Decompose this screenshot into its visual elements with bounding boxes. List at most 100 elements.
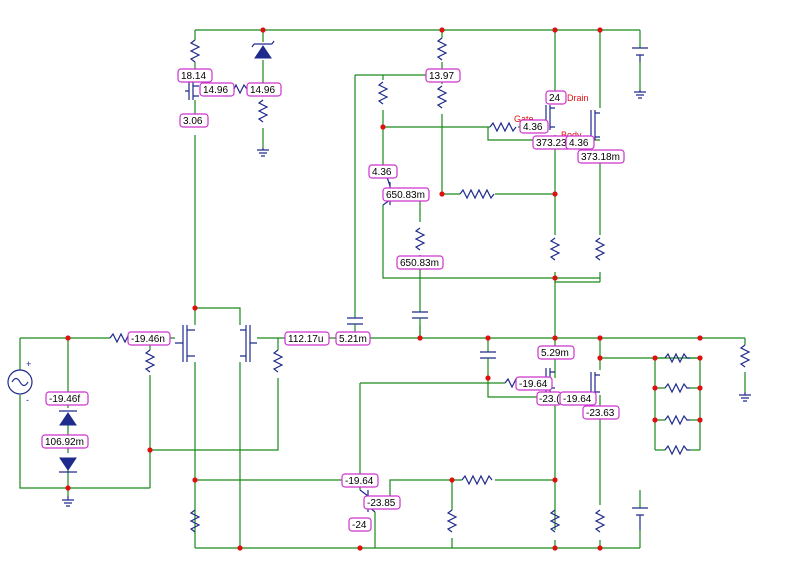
resistor-r24 — [189, 509, 201, 533]
voltage-label: 4.36 — [519, 119, 549, 134]
mosfet-q8 — [580, 372, 600, 398]
voltage-label: 373.18m — [577, 149, 625, 164]
voltage-label: -24 — [348, 517, 372, 532]
mosfet-q3 — [240, 325, 257, 362]
capacitors — [347, 311, 496, 366]
mosfet-q6 — [580, 110, 600, 141]
zener-diode-input-2 — [59, 457, 77, 471]
pin-label-body: Body — [561, 130, 582, 140]
resistor-r9 — [549, 237, 561, 261]
svg-text:112.17u: 112.17u — [288, 334, 323, 345]
resistor-r4 — [436, 85, 448, 109]
resistor-r13 — [272, 349, 284, 373]
voltage-label: 4.36 — [565, 135, 595, 150]
capacitor-c1 — [347, 317, 363, 325]
voltage-label: 4.36 — [368, 164, 398, 179]
svg-text:14.96: 14.96 — [250, 85, 275, 96]
voltage-label: 18.14 — [177, 68, 213, 83]
voltage-label: 650.83m — [396, 255, 444, 270]
svg-text:373.18m: 373.18m — [581, 152, 620, 163]
wires — [19, 29, 746, 549]
voltage-label: 3.06 — [179, 113, 209, 128]
voltage-label: -23.63 — [582, 405, 620, 420]
resistor-r18 — [664, 414, 690, 426]
resistor-r5 — [377, 81, 389, 105]
voltage-label: 14.96 — [199, 82, 235, 97]
resistor-r12 — [144, 349, 156, 373]
battery-bottom — [632, 507, 648, 530]
svg-text:-19.64: -19.64 — [519, 379, 548, 390]
svg-text:4.36: 4.36 — [372, 167, 392, 178]
mosfet-q2 — [175, 325, 195, 362]
resistor-r19 — [664, 444, 690, 456]
voltage-label: 650.83m — [382, 187, 430, 202]
resistor-r16 — [664, 352, 690, 364]
svg-text:373.23: 373.23 — [536, 138, 567, 149]
pin-label-gate: Gate — [514, 114, 534, 124]
batteries — [632, 47, 648, 530]
zener-diode-input-1 — [59, 412, 77, 426]
voltage-label: 24 — [545, 90, 567, 105]
voltage-labels: 18.14 14.96 14.96 3.06 13.97 24 4.36 373… — [41, 68, 625, 532]
grounds — [62, 90, 751, 507]
resistor-r17 — [664, 382, 690, 394]
voltage-label: -19.46f — [45, 391, 89, 406]
svg-text:5.29m: 5.29m — [541, 348, 569, 359]
voltage-label: 5.29m — [537, 345, 575, 360]
capacitor-c2 — [412, 311, 428, 319]
resistor-r21 — [446, 509, 458, 533]
voltage-label: 14.96 — [246, 82, 282, 97]
resistor-r8 — [489, 121, 517, 133]
resistor-r7 — [459, 188, 495, 200]
svg-text:18.14: 18.14 — [181, 71, 206, 82]
voltage-label: 373.23 — [532, 135, 572, 150]
diodes — [59, 40, 275, 473]
voltage-label: 112.17u — [284, 331, 330, 346]
node-dots — [65, 27, 703, 551]
svg-text:24: 24 — [549, 93, 561, 104]
battery-top — [632, 47, 648, 62]
resistor-r6 — [414, 227, 426, 251]
svg-text:-19.46n: -19.46n — [131, 334, 165, 345]
resistor-r15 — [739, 344, 751, 368]
svg-text:-19.46f: -19.46f — [49, 394, 80, 405]
resistor-r1 — [189, 39, 201, 63]
svg-text:4.36: 4.36 — [523, 122, 543, 133]
pin-label-drain: Drain — [567, 93, 589, 103]
voltage-label: -23.85 — [363, 495, 401, 510]
svg-text:5.21m: 5.21m — [339, 334, 367, 345]
svg-text:-23.63: -23.63 — [586, 408, 615, 419]
voltage-label: -19.64 — [559, 391, 597, 406]
resistor-r2 — [257, 99, 269, 123]
voltage-label: 106.92m — [41, 434, 89, 449]
resistors — [109, 37, 751, 533]
svg-text:14.96: 14.96 — [203, 85, 228, 96]
svg-text:3.06: 3.06 — [183, 116, 203, 127]
svg-text:-23.85: -23.85 — [367, 498, 396, 509]
voltage-label: 5.21m — [335, 331, 371, 346]
svg-text:-19.64: -19.64 — [345, 476, 374, 487]
voltage-label: -19.64 — [341, 473, 379, 488]
svg-text:650.83m: 650.83m — [400, 258, 439, 269]
mosfet-q1 — [185, 82, 199, 100]
svg-text:106.92m: 106.92m — [45, 437, 84, 448]
resistor-r3 — [436, 37, 448, 61]
svg-text:+: + — [26, 359, 31, 369]
svg-text:-: - — [26, 395, 29, 405]
svg-text:-19.64: -19.64 — [563, 394, 592, 405]
voltage-label: -19.64 — [515, 376, 553, 391]
resistor-r22 — [549, 509, 561, 533]
mosfet-q5 — [530, 105, 555, 130]
svg-text:13.97: 13.97 — [429, 71, 454, 82]
voltage-label: -19.46n — [127, 331, 171, 346]
svg-text:4.36: 4.36 — [569, 138, 589, 149]
capacitor-c3 — [480, 351, 496, 359]
svg-text:-24: -24 — [352, 520, 367, 531]
voltage-label: -23.( — [536, 391, 562, 406]
svg-text:-23.(: -23.( — [539, 394, 560, 405]
zener-diode-top — [254, 45, 272, 59]
voltage-label: 13.97 — [425, 68, 461, 83]
ac-source: + - — [7, 359, 33, 405]
resistor-r20 — [461, 474, 493, 486]
